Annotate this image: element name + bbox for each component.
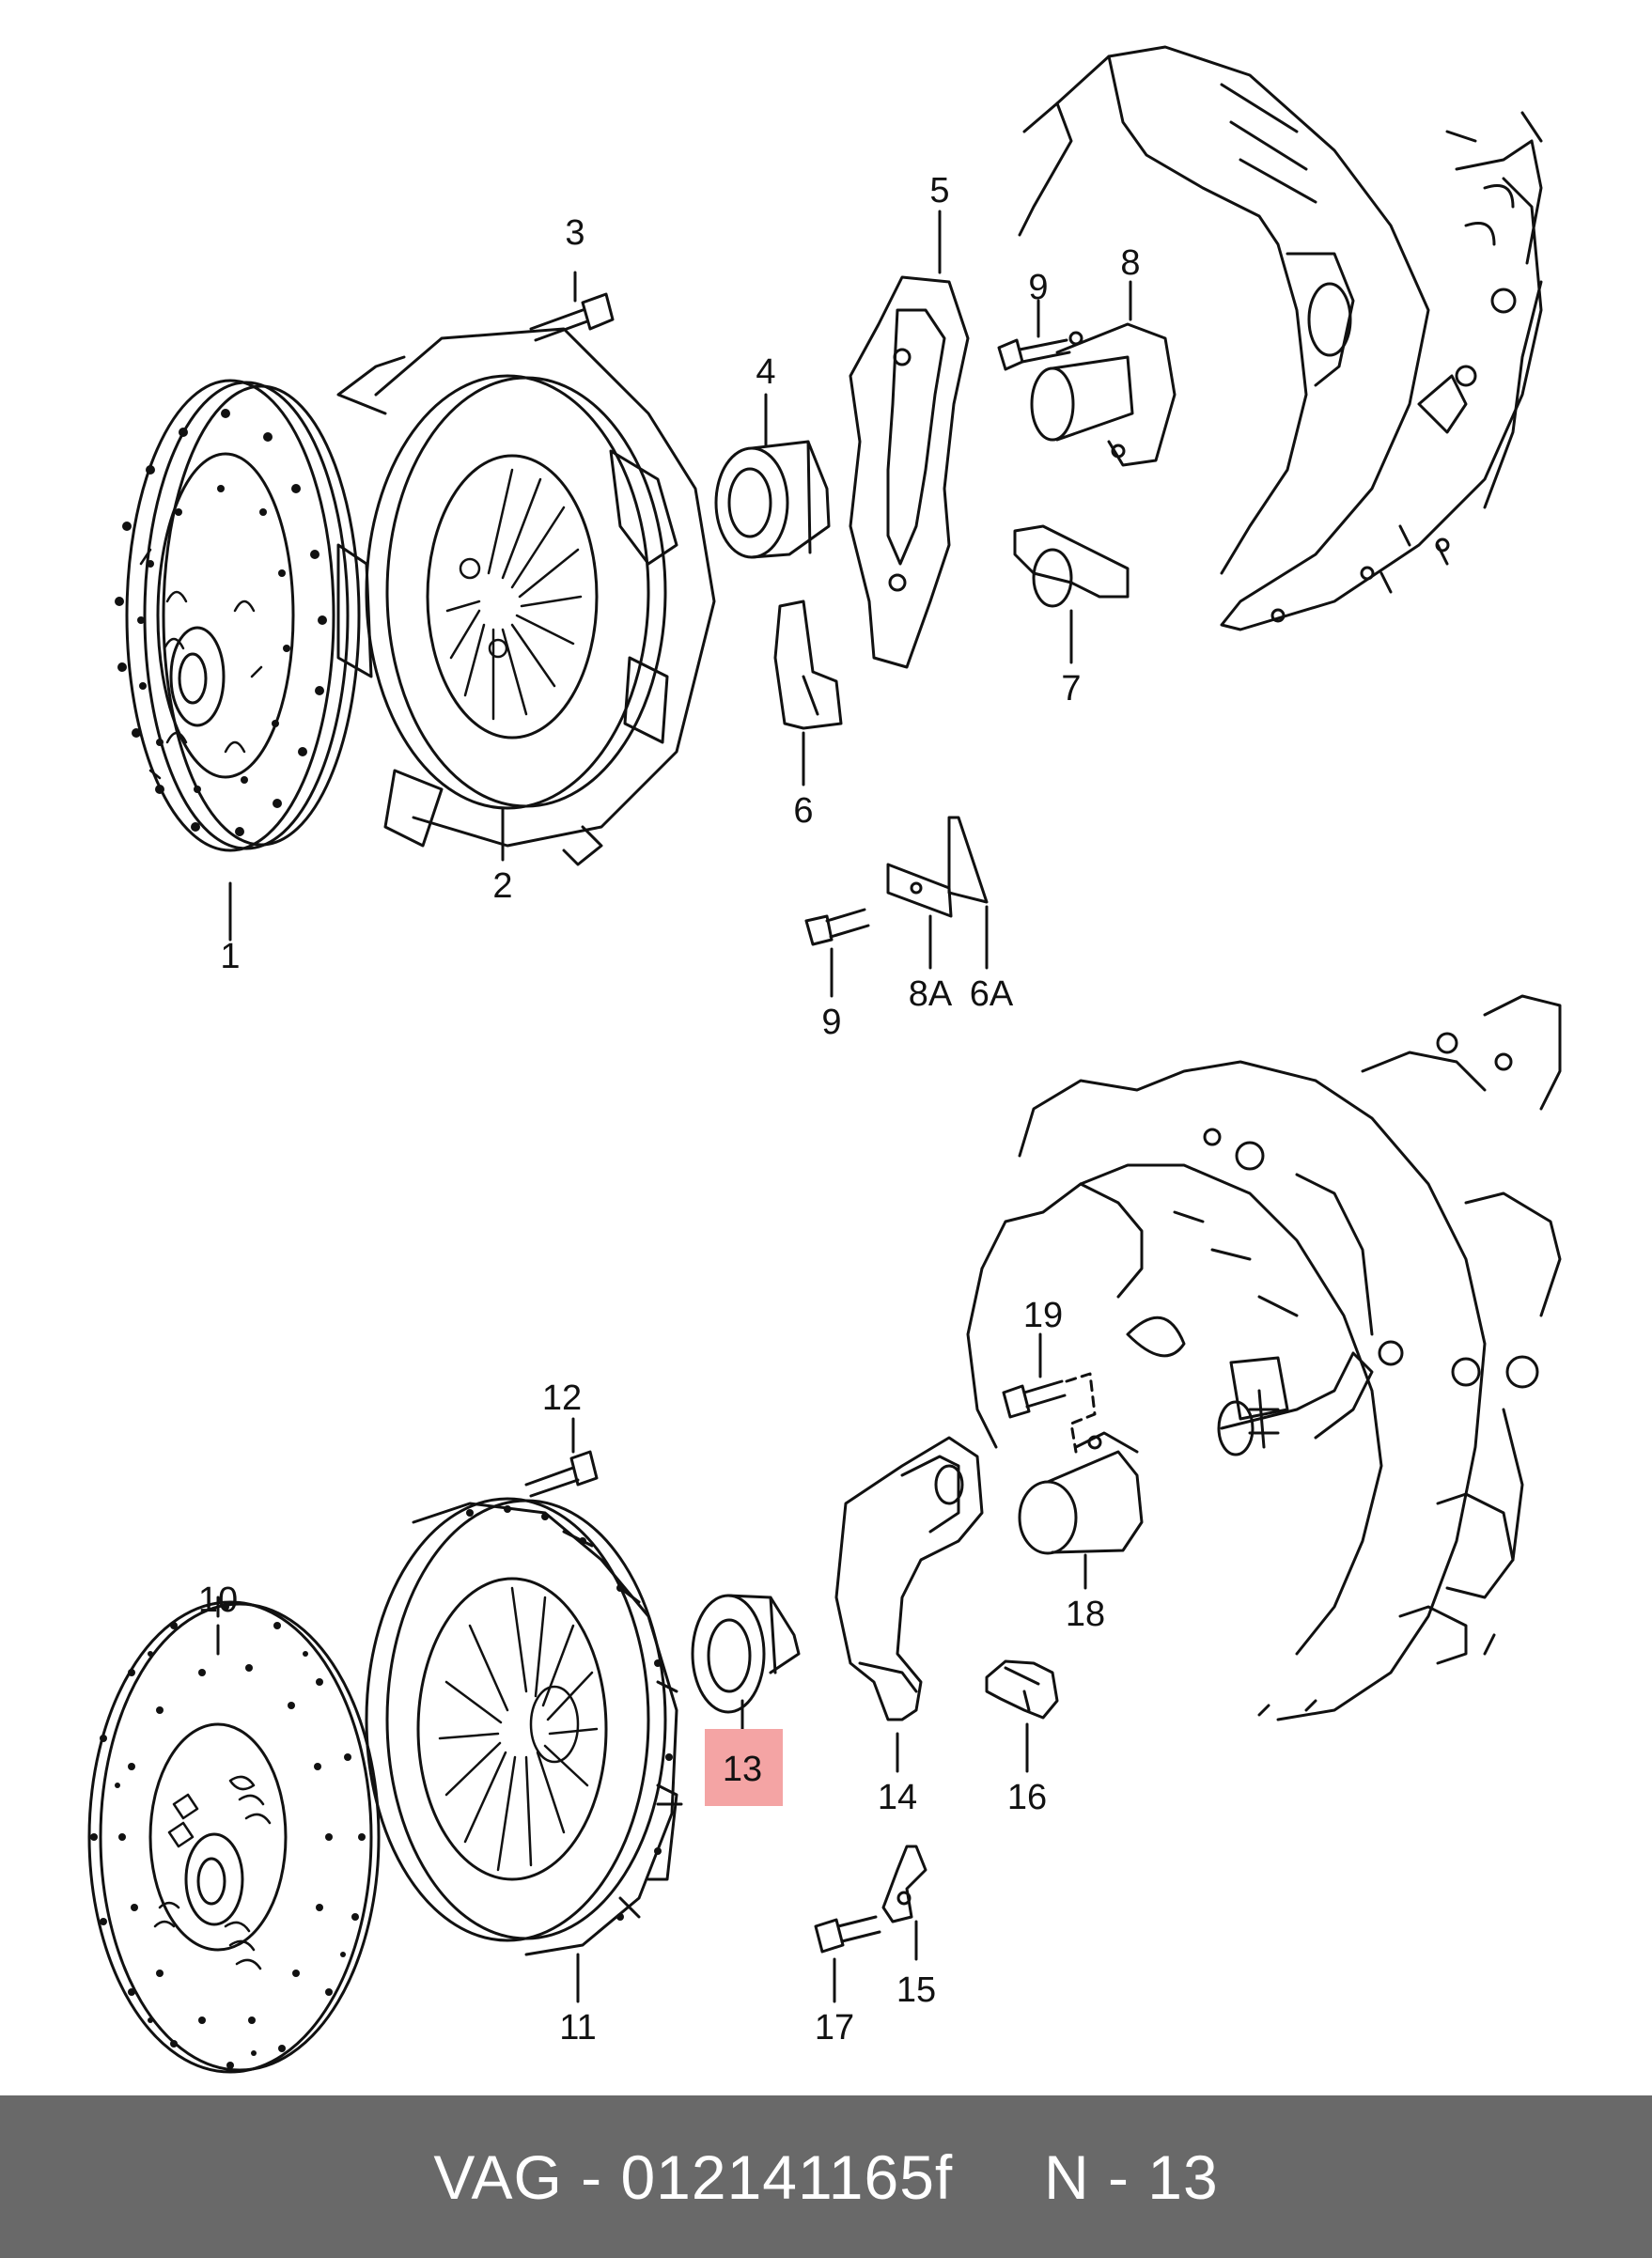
callout-8a: 8A <box>909 974 953 1014</box>
clip-7 <box>1013 524 1130 664</box>
bolt-17 <box>814 1915 881 2003</box>
release-bearing-bottom <box>691 1594 801 1736</box>
part-number-footer: VAG - 012141165f N - 13 <box>0 2095 1652 2258</box>
callout-4: 4 <box>756 352 775 392</box>
callout-10: 10 <box>198 1581 238 1620</box>
callout-7: 7 <box>1061 669 1081 709</box>
callout-14: 14 <box>878 1778 917 1817</box>
bolt-3 <box>529 271 615 342</box>
clutch-disc-top <box>115 379 361 942</box>
bracket-6 <box>773 600 843 786</box>
clutch-disc-bottom <box>87 1596 381 2074</box>
callout-15: 15 <box>896 1970 936 2010</box>
callout-5: 5 <box>929 171 949 210</box>
callout-17: 17 <box>815 2008 854 2048</box>
callout-6: 6 <box>793 791 813 831</box>
guide-sleeve-top <box>1030 280 1177 467</box>
callout-6a: 6A <box>970 974 1014 1014</box>
release-bearing-top <box>714 393 831 559</box>
callout-2: 2 <box>492 866 512 906</box>
callout-11: 11 <box>559 2008 596 2048</box>
pressure-plate-bottom <box>365 1497 683 2003</box>
callout-1: 1 <box>220 937 240 976</box>
callout-12: 12 <box>542 1378 582 1418</box>
callout-3: 3 <box>565 213 584 253</box>
callout-9-top: 9 <box>1028 268 1048 307</box>
pressure-plate-top <box>336 327 716 866</box>
wedge-6a <box>947 816 989 970</box>
callout-16: 16 <box>1007 1778 1047 1817</box>
plate-8a <box>886 863 953 970</box>
clip-16 <box>985 1659 1059 1773</box>
bracket-15 <box>881 1845 927 1961</box>
callout-19: 19 <box>1023 1296 1063 1335</box>
guide-sleeve-bottom <box>1018 1431 1144 1590</box>
gearbox-housing-top <box>1018 45 1543 631</box>
callout-13-highlight <box>705 1729 783 1806</box>
bolt-9-top <box>997 299 1071 371</box>
bolt-12 <box>524 1417 599 1498</box>
release-lever-bottom <box>834 1436 984 1773</box>
callout-9-middle: 9 <box>821 1003 841 1042</box>
bolt-9-middle <box>804 908 870 998</box>
callout-13: 13 <box>723 1750 762 1789</box>
gearbox-housing-bottom <box>966 994 1562 1721</box>
bolt-19 <box>1002 1332 1097 1454</box>
callout-18: 18 <box>1066 1595 1105 1634</box>
parts-diagram: 1 2 3 4 5 6 6A 7 8 8A 9 9 10 11 12 13 14… <box>87 45 1562 2074</box>
part-number-label: VAG - 012141165f N - 13 <box>433 2141 1219 2212</box>
release-lever-top <box>849 210 970 669</box>
callout-8: 8 <box>1120 243 1140 283</box>
